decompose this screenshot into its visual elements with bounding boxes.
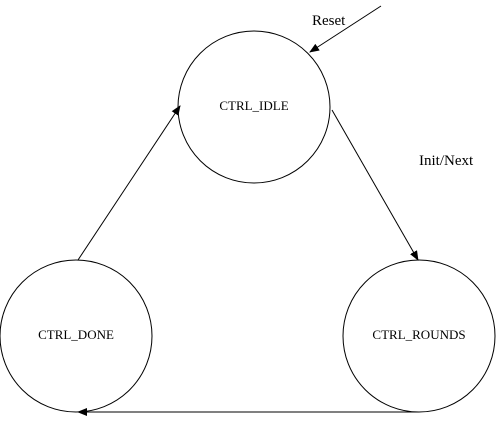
- state-ctrl-idle: CTRL_IDLE: [177, 30, 331, 184]
- state-ctrl-done: CTRL_DONE: [0, 259, 153, 413]
- state-ctrl-rounds-label: CTRL_ROUNDS: [372, 327, 465, 342]
- state-ctrl-done-label: CTRL_DONE: [38, 327, 114, 342]
- state-ctrl-done-circle: [0, 259, 153, 413]
- edge-done-to-idle-arrow: [77, 105, 181, 261]
- edge-reset-label: Reset: [312, 13, 346, 29]
- edge-init-next-label: Init/Next: [419, 153, 474, 169]
- edge-reset-arrow: [309, 5, 382, 53]
- state-ctrl-idle-label: CTRL_IDLE: [219, 98, 288, 113]
- state-ctrl-rounds: CTRL_ROUNDS: [342, 259, 496, 413]
- edge-idle-to-rounds-arrow: [331, 109, 419, 261]
